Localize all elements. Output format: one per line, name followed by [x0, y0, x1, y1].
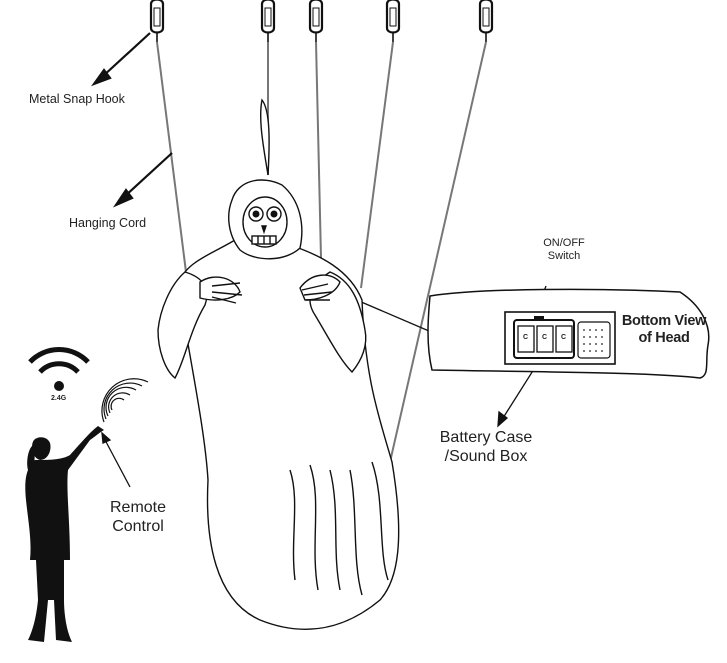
person-silhouette-icon: [25, 426, 104, 642]
reaper-figure: [157, 98, 400, 630]
label-remote: Remote: [109, 499, 167, 516]
label-remote-control: Remote Control: [101, 498, 175, 536]
wifi-icon: [28, 347, 90, 391]
label-bottom-view-line2: of Head: [638, 330, 690, 346]
bottom-view-panel: [427, 288, 710, 379]
snap-hook-icon: [385, 0, 401, 44]
label-bottom-view-line1: Bottom View: [621, 313, 707, 329]
battery-cell-label: C: [561, 334, 567, 341]
label-bottom-view: Bottom View of Head: [618, 313, 710, 347]
snap-hook-icon: [478, 0, 494, 44]
speaker-grille-icon: [577, 321, 611, 359]
speaker-grille-dots: [583, 329, 603, 352]
label-battery-line1: Battery Case: [439, 429, 533, 446]
label-on-off-switch: ON/OFF Switch: [540, 237, 588, 263]
label-hanging-cord: Hanging Cord: [69, 216, 147, 230]
hanging-cords: [156, 41, 487, 463]
snap-hook-icon: [260, 0, 276, 44]
snap-hook-icon: [308, 0, 324, 44]
label-snap-hook: Metal Snap Hook: [29, 92, 125, 106]
label-wifi-freq: 2.4G: [51, 395, 67, 402]
battery-cell-label: C: [542, 334, 548, 341]
label-battery-line2: /Sound Box: [444, 448, 528, 465]
label-on-off: ON/OFF: [543, 237, 585, 249]
label-battery-case: Battery Case /Sound Box: [430, 428, 542, 466]
snap-hook-icon: [149, 0, 165, 44]
battery-cell-label: C: [523, 334, 529, 341]
signal-wave-icon: [101, 378, 149, 423]
label-control: Control: [112, 518, 164, 535]
label-switch: Switch: [547, 250, 581, 262]
snap-hooks: [149, 0, 494, 44]
callout-arrows: [91, 32, 173, 208]
